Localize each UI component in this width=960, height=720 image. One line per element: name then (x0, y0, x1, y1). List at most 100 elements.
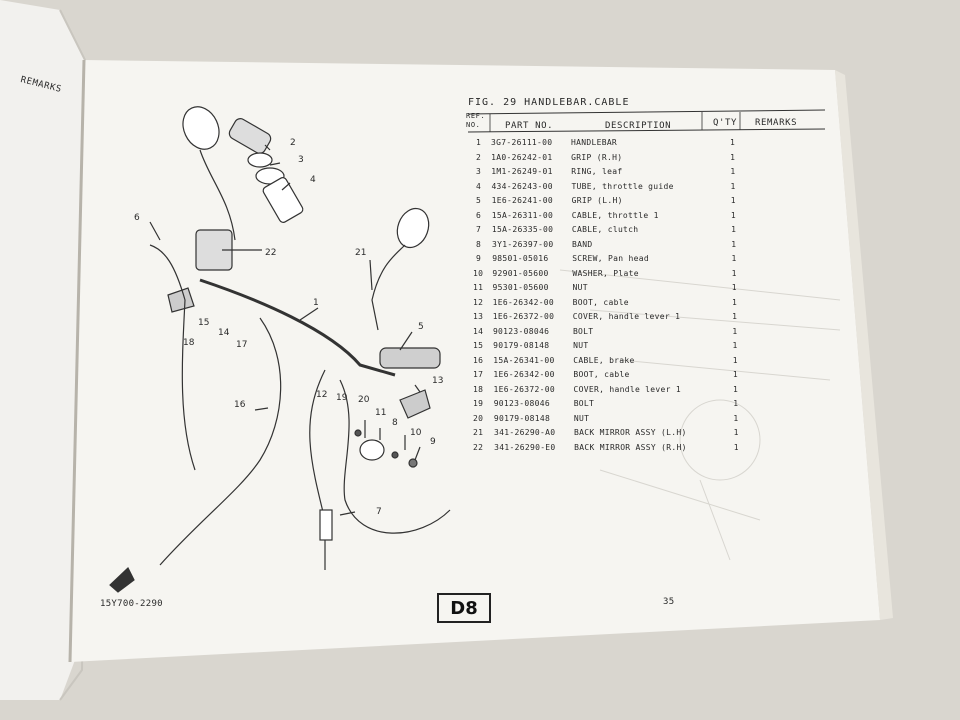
row-qty: 1 (730, 196, 736, 205)
row-part-no: 1E6-26342-00 (492, 297, 555, 307)
row-ref: 9 (476, 254, 482, 263)
row-ref: 22 (473, 442, 484, 452)
callout-20: 20 (358, 395, 370, 405)
row-qty: 1 (730, 181, 736, 191)
row-part-no: 1E6-26241-00 (491, 196, 553, 205)
row-ref: 14 (473, 326, 484, 336)
row-qty: 1 (733, 413, 739, 423)
callout-1: 1 (313, 298, 319, 308)
callout-15: 15 (198, 318, 210, 328)
row-description: CABLE, throttle 1 (571, 210, 659, 220)
row-description: NUT (573, 341, 589, 350)
row-ref: 1 (476, 138, 482, 147)
row-description: BOOT, cable (572, 297, 629, 307)
callout-21: 21 (355, 248, 367, 258)
part-number-code: 15Y700-2290 (100, 599, 163, 609)
row-ref: 21 (473, 428, 484, 437)
row-part-no: 3Y1-26397-00 (492, 239, 554, 249)
callout-5: 5 (418, 322, 424, 332)
col-remarks: REMARKS (755, 118, 798, 128)
row-part-no: 98501-05016 (492, 254, 549, 263)
row-description: BACK MIRROR ASSY (R.H) (574, 442, 687, 452)
row-qty: 1 (733, 428, 739, 437)
row-part-no: 1E6-26372-00 (492, 312, 555, 321)
callout-7: 7 (376, 507, 382, 517)
figure-title: FIG. 29 HANDLEBAR.CABLE (468, 97, 630, 108)
row-description: BOOT, cable (573, 370, 630, 379)
row-part-no: 341-26290-A0 (494, 428, 556, 437)
handlebar-diagram (109, 106, 451, 593)
row-ref: 11 (473, 283, 484, 292)
row-qty: 1 (731, 297, 738, 307)
row-ref: 4 (476, 181, 482, 191)
row-description: COVER, handle lever 1 (573, 384, 681, 394)
section-code-box: D8 (437, 593, 491, 623)
row-qty: 1 (732, 355, 738, 365)
row-part-no: 1E6-26372-00 (493, 384, 555, 394)
col-description: DESCRIPTION (605, 121, 672, 131)
row-part-no: 90123-08046 (493, 399, 550, 408)
callout-14: 14 (218, 328, 230, 338)
row-description: CABLE, brake (573, 355, 635, 365)
col-ref-no: REF. NO. (466, 112, 486, 129)
row-description: HANDLEBAR (571, 138, 618, 147)
callout-12: 12 (316, 390, 328, 400)
row-qty: 1 (732, 370, 738, 379)
row-ref: 15 (473, 341, 484, 350)
row-part-no: 15A-26311-00 (491, 210, 554, 220)
callout-16: 16 (234, 400, 246, 410)
row-ref: 16 (473, 355, 484, 365)
row-ref: 5 (476, 196, 482, 205)
row-description: BAND (572, 239, 593, 249)
row-description: GRIP (L.H) (571, 196, 623, 205)
row-description: TUBE, throttle guide (571, 181, 674, 191)
callout-4: 4 (310, 175, 316, 185)
row-part-no: 1A0-26242-01 (491, 152, 553, 162)
row-part-no: 341-26290-E0 (494, 442, 556, 452)
row-ref: 12 (473, 297, 484, 307)
row-ref: 2 (476, 152, 482, 162)
row-ref: 20 (473, 413, 484, 423)
callout-17: 17 (236, 340, 248, 350)
row-part-no: 15A-26335-00 (491, 225, 554, 234)
row-description: BACK MIRROR ASSY (L.H) (574, 428, 687, 437)
row-part-no: 90179-08148 (493, 413, 551, 423)
row-ref: 13 (473, 312, 484, 321)
row-part-no: 90179-08148 (493, 341, 550, 350)
callout-2: 2 (290, 138, 296, 148)
row-qty: 1 (731, 268, 737, 278)
row-qty: 1 (733, 384, 739, 394)
row-qty: 1 (731, 239, 737, 249)
callout-19: 19 (336, 393, 348, 403)
row-ref: 7 (476, 225, 482, 234)
row-part-no: 1E6-26342-00 (493, 370, 555, 379)
row-description: GRIP (R.H) (571, 152, 623, 162)
row-description: CABLE, clutch (571, 225, 639, 234)
row-description: SCREW, Pan head (572, 254, 649, 263)
row-qty: 1 (731, 254, 737, 263)
row-qty: 1 (732, 341, 738, 350)
row-part-no: 3G7-26111-00 (491, 138, 553, 147)
row-qty: 1 (730, 138, 736, 147)
row-qty: 1 (733, 399, 739, 408)
callout-9: 9 (430, 437, 436, 447)
callout-8: 8 (392, 418, 398, 428)
row-description: BOLT (573, 399, 595, 408)
row-ref: 17 (473, 370, 484, 379)
row-description: BOLT (572, 326, 594, 336)
row-description: NUT (573, 413, 590, 423)
row-ref: 18 (473, 384, 484, 394)
row-qty: 1 (733, 442, 739, 452)
row-part-no: 92901-05600 (492, 268, 549, 278)
col-qty: Q'TY (713, 118, 738, 128)
callout-10: 10 (410, 428, 422, 438)
row-ref: 8 (476, 239, 482, 249)
row-ref: 6 (476, 210, 482, 220)
row-part-no: 434-26243-00 (491, 181, 553, 191)
row-description: NUT (572, 283, 588, 292)
callout-22: 22 (265, 248, 277, 258)
row-qty: 1 (730, 210, 737, 220)
row-part-no: 95301-05600 (492, 283, 549, 292)
